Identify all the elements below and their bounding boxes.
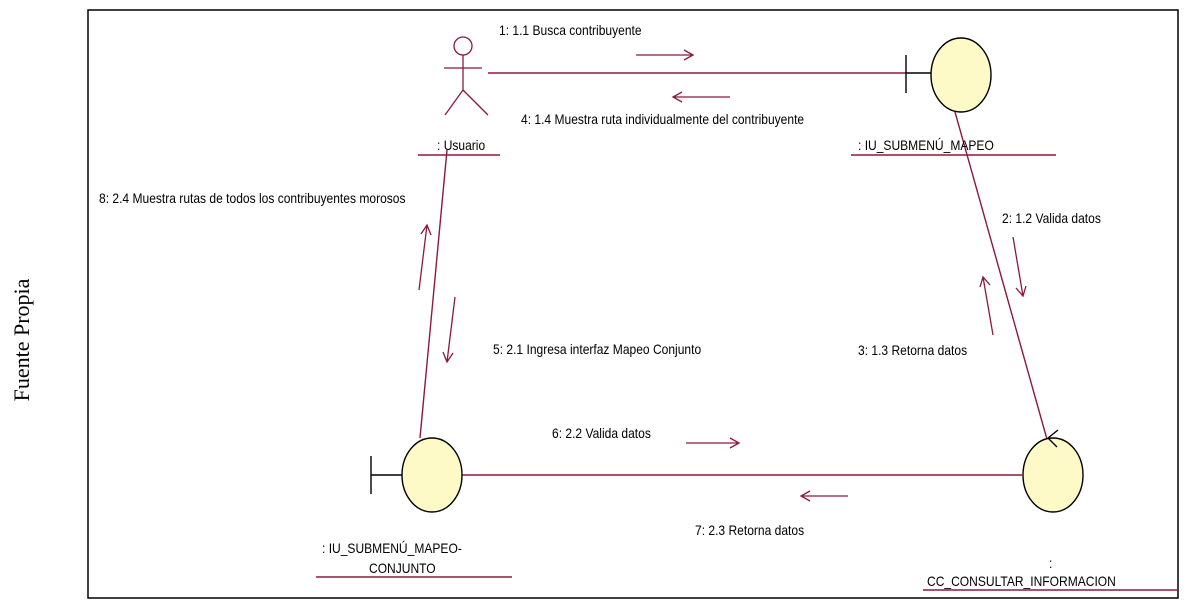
message-label-5: 5: 2.1 Ingresa interfaz Mapeo Conjunto bbox=[493, 341, 702, 357]
message-label-4: 4: 1.4 Muestra ruta individualmente del … bbox=[521, 111, 805, 127]
object-label-iu-conjunto-line2: CONJUNTO bbox=[369, 560, 436, 576]
object-label-usuario: : Usuario bbox=[437, 137, 486, 153]
message-label-7: 7: 2.3 Retorna datos bbox=[695, 522, 805, 538]
object-label-cc-colon: : bbox=[1049, 555, 1053, 571]
arrow-msg-7 bbox=[799, 490, 848, 502]
control-cc-consultar-informacion-icon bbox=[1022, 429, 1084, 513]
object-label-cc-consultar: CC_CONSULTAR_INFORMACION bbox=[927, 573, 1116, 589]
diagram-frame bbox=[87, 9, 1179, 599]
link-iu-mapeo-cc bbox=[954, 111, 1051, 451]
arrow-msg-1 bbox=[636, 49, 695, 61]
arrow-msg-6 bbox=[686, 437, 741, 449]
arrow-msg-4 bbox=[671, 91, 730, 103]
message-label-1: 1: 1.1 Busca contribuyente bbox=[499, 22, 642, 38]
arrow-msg-2 bbox=[1012, 236, 1027, 298]
message-label-2: 2: 1.2 Valida datos bbox=[1002, 210, 1101, 226]
message-label-3: 3: 1.3 Retorna datos bbox=[858, 342, 968, 358]
actor-usuario-icon bbox=[444, 36, 489, 116]
object-label-iu-submenu-mapeo: : IU_SUBMENÚ_MAPEO bbox=[858, 137, 994, 153]
boundary-iu-submenu-mapeo-conjunto-icon bbox=[370, 437, 463, 513]
message-label-6: 6: 2.2 Valida datos bbox=[552, 425, 651, 441]
source-caption: Fuente Propia bbox=[9, 278, 34, 402]
arrow-msg-3 bbox=[979, 275, 994, 336]
object-label-iu-conjunto-line1: : IU_SUBMENÚ_MAPEO- bbox=[322, 540, 462, 556]
message-label-8: 8: 2.4 Muestra rutas de todos los contri… bbox=[99, 190, 406, 206]
link-usuario-iu-conjunto bbox=[419, 149, 448, 439]
arrow-msg-8 bbox=[418, 223, 432, 291]
boundary-iu-submenu-mapeo-icon bbox=[905, 37, 992, 113]
arrow-msg-5 bbox=[442, 296, 456, 364]
